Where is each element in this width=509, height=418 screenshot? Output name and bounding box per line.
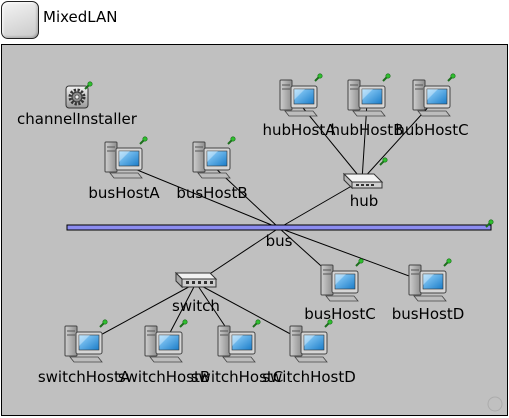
hubhostc-label: hubHostC [395, 121, 468, 139]
hubhostc-node[interactable]: hubHostC [395, 72, 469, 139]
switch-label: switch [172, 297, 220, 315]
desktop-computer-icon [279, 79, 318, 117]
hubhostb-node[interactable]: hubHostB [331, 72, 404, 139]
switchhostb-node[interactable]: switchHostB [118, 318, 210, 386]
switchhosta-label: switchHostA [38, 368, 131, 386]
switchhosta-node[interactable]: switchHostA [38, 318, 131, 386]
hub-node[interactable]: hub [342, 156, 389, 210]
bus-bar [66, 224, 492, 231]
desktop-computer-icon [64, 325, 103, 363]
bus-label: bus [266, 232, 293, 250]
hub-label: hub [350, 192, 379, 210]
bushostd-label: busHostD [392, 305, 465, 323]
switchhostb-label: switchHostB [118, 368, 210, 386]
bushostd-node[interactable]: busHostD [392, 257, 465, 323]
hubhosta-label: hubHostA [263, 121, 337, 139]
link-bushosta-bus [124, 164, 280, 229]
link-hub-bus [278, 179, 363, 229]
hubhostb-label: hubHostB [331, 121, 404, 139]
desktop-computer-icon [104, 141, 143, 179]
desktop-computer-icon [144, 325, 183, 363]
switchhostc-node[interactable]: switchHostC [191, 318, 284, 386]
desktop-computer-icon [192, 141, 231, 179]
gear-icon [65, 85, 89, 109]
bushostb-node[interactable]: busHostB [176, 135, 248, 202]
switchhostd-node[interactable]: switchHostD [262, 318, 356, 386]
watermark-icon [487, 396, 503, 412]
desktop-computer-icon [412, 79, 451, 117]
desktop-computer-icon [217, 325, 256, 363]
link-switchhosta-switch [83, 282, 197, 345]
link-bushostd-bus [278, 227, 429, 284]
channel-installer-label: channelInstaller [17, 110, 138, 128]
desktop-computer-icon [408, 264, 447, 302]
network-title: MixedLAN [43, 8, 118, 26]
network-module-icon [1, 1, 39, 39]
desktop-computer-icon [320, 264, 359, 302]
links [83, 102, 433, 345]
bushosta-label: busHostA [88, 184, 160, 202]
bushostc-node[interactable]: busHostC [304, 257, 376, 323]
switch-icon [174, 271, 218, 289]
switch-node[interactable]: switch [172, 271, 220, 315]
title-bar: MixedLAN [0, 0, 509, 42]
link-hubhostc-hub [361, 102, 433, 181]
desktop-computer-icon [289, 325, 328, 363]
bushosta-node[interactable]: busHostA [88, 135, 160, 202]
bushostb-label: busHostB [176, 184, 247, 202]
bus-node[interactable]: bus [66, 218, 495, 250]
channel-installer-node[interactable]: channelInstaller [17, 80, 138, 128]
bushostc-label: busHostC [304, 305, 375, 323]
switchhostc-label: switchHostC [191, 368, 284, 386]
switchhostd-label: switchHostD [262, 368, 356, 386]
hubhosta-node[interactable]: hubHostA [263, 72, 337, 139]
hub-icon [342, 172, 384, 190]
